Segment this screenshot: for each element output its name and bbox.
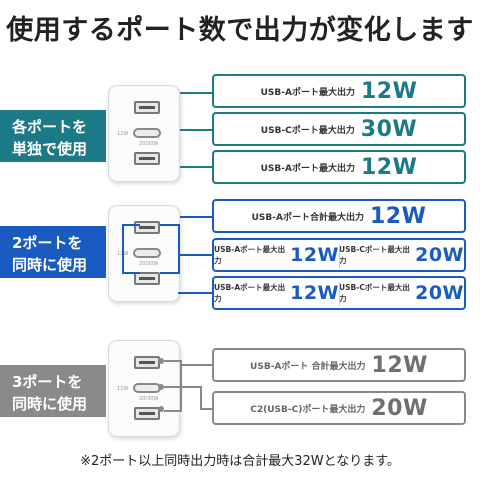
usb-a-port-icon (134, 356, 160, 369)
connector-line (180, 129, 212, 131)
output-box: USB-Aポート合計最大出力 12W (212, 199, 466, 233)
output-label: USB-Aポート最大出力 (260, 163, 355, 174)
charger-text: 20/30W (139, 141, 159, 147)
usb-a-port-icon (134, 407, 160, 420)
output-value: 20W (415, 282, 464, 304)
usb-a-port-icon (134, 101, 160, 114)
output-box: C2(USB-C)ポート最大出力 20W (212, 391, 466, 425)
port-marker-dot (158, 384, 164, 390)
charger-text: 20/30W (139, 396, 159, 402)
output-box-pair: USB-Aポート最大出力 12W USB-Cポート最大出力 20W (212, 238, 466, 272)
connector-line (180, 364, 212, 366)
section-label-two-ports: 2ポートを 同時に使用 (0, 226, 106, 278)
section-label-line1: 各ポートを (12, 118, 88, 136)
output-box-pair: USB-Aポート最大出力 12W USB-Cポート最大出力 20W (212, 276, 466, 310)
output-value: 12W (360, 78, 418, 104)
output-value: 12W (360, 154, 418, 180)
output-value: 12W (290, 282, 339, 304)
output-label: USB-Aポート最大出力 (214, 245, 286, 265)
usb-c-port-icon (133, 383, 161, 393)
usb-c-port-icon (133, 248, 161, 258)
output-box: USB-Aポート 合計最大出力 12W (212, 348, 466, 382)
connector-line (178, 292, 212, 294)
page-title: 使用するポート数で出力が変化します (6, 15, 474, 46)
output-value: 12W (290, 244, 339, 266)
divider (339, 244, 340, 268)
output-label: USB-Cポート最大出力 (339, 283, 410, 303)
section-label-line1: 3ポートを (12, 373, 83, 391)
connector-line (200, 386, 214, 410)
footnote: ※2ポート以上同時出力時は合計最大32Wとなります。 (80, 454, 400, 469)
connector-bracket (160, 224, 180, 274)
output-box: USB-Aポート最大出力 12W (212, 74, 466, 108)
output-value: 12W (369, 203, 427, 229)
usb-a-port-icon (134, 272, 160, 285)
divider (339, 282, 340, 306)
section-label-line2: 単独で使用 (12, 140, 88, 158)
output-value: 30W (360, 116, 418, 142)
charger-image: 12W 20/30W (108, 85, 180, 182)
charger-text: 12W (117, 386, 129, 392)
output-box: USB-Cポート最大出力 30W (212, 112, 466, 146)
connector-line (164, 386, 202, 388)
connector-line (180, 216, 212, 218)
output-label: USB-Aポート最大出力 (214, 283, 286, 303)
output-label: USB-Aポート合計最大出力 (251, 212, 364, 223)
output-value: 12W (371, 352, 428, 378)
port-marker-dot (158, 358, 164, 364)
output-value: 20W (415, 244, 464, 266)
connector-bracket (122, 224, 140, 274)
connector-line (178, 254, 212, 256)
section-label-single: 各ポートを 単独で使用 (0, 110, 106, 162)
section-label-line2: 同時に使用 (12, 256, 88, 274)
port-marker-dot (158, 406, 164, 412)
usb-a-port-icon (134, 221, 160, 234)
usb-a-port-icon (134, 152, 160, 165)
section-label-three-ports: 3ポートを 同時に使用 (0, 365, 106, 417)
output-label: USB-Aポート最大出力 (260, 87, 355, 98)
section-label-line1: 2ポートを (12, 234, 83, 252)
connector-line (180, 92, 212, 94)
output-box: USB-Aポート最大出力 12W (212, 150, 466, 184)
charger-image: 12W 20/30W (108, 205, 180, 302)
charger-text: 20/30W (139, 261, 159, 267)
output-label: USB-Cポート最大出力 (339, 245, 410, 265)
output-label: USB-Aポート 合計最大出力 (250, 361, 366, 372)
charger-image: 12W 20/30W (108, 340, 180, 437)
section-label-line2: 同時に使用 (12, 395, 88, 413)
usb-c-port-icon (133, 128, 161, 138)
output-label: USB-Cポート最大出力 (260, 125, 355, 136)
connector-line (180, 166, 212, 168)
output-label: C2(USB-C)ポート最大出力 (250, 404, 366, 415)
output-value: 20W (371, 395, 428, 421)
charger-text: 12W (117, 131, 129, 137)
